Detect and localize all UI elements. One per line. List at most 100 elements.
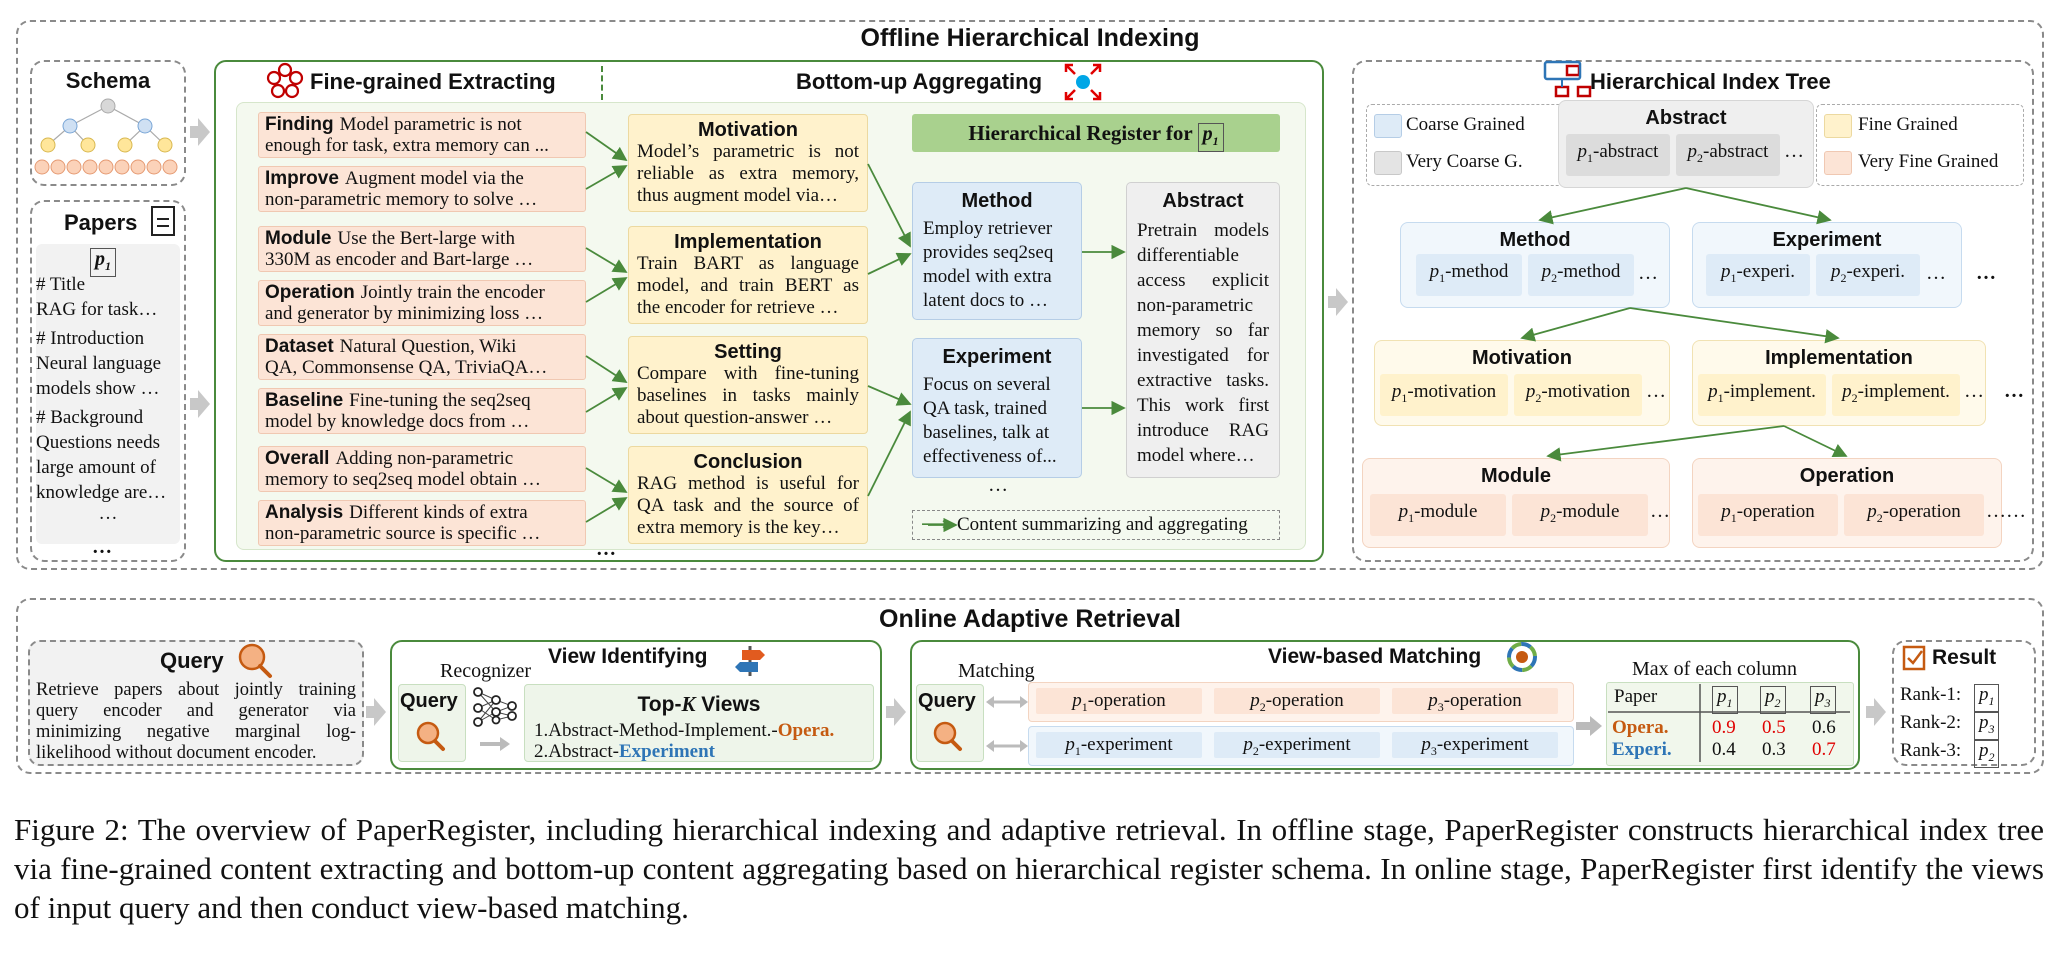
- tree-chip: p1-method: [1416, 254, 1522, 296]
- match-chip: p2-operation: [1214, 688, 1380, 714]
- table-row-label: Experi.: [1612, 739, 1672, 760]
- tree-chip: p2-method: [1528, 254, 1634, 296]
- rank-item: Rank-1: p1: [1900, 684, 2000, 712]
- legend-label: Very Fine Grained: [1858, 151, 1999, 172]
- tree-chip: p2-implement.: [1832, 374, 1960, 416]
- tree-dots: …: [1784, 140, 1804, 162]
- table-cell: 0.4: [1712, 739, 1736, 760]
- table-cell: 0.9: [1712, 717, 1736, 738]
- table-cell: 0.3: [1762, 739, 1786, 760]
- max-label: Max of each column: [1632, 658, 1797, 680]
- index-tree-box: [1352, 60, 2034, 562]
- paper-line: Questions needs: [36, 432, 161, 453]
- papers-dots: …: [92, 536, 112, 558]
- aggregate-title: Bottom-up Aggregating: [796, 69, 1043, 94]
- table-cell: 0.5: [1762, 717, 1786, 738]
- legend-label: Very Coarse G.: [1406, 151, 1523, 172]
- tree-dots: …: [2004, 380, 2024, 402]
- papers-box: [30, 200, 186, 562]
- matching-label: Matching: [958, 660, 1035, 682]
- tree-dots: …: [1926, 262, 1946, 284]
- paper-lines: # Title RAG for task… # Introduction Neu…: [36, 272, 180, 523]
- tree-title: Hierarchical Index Tree: [1590, 69, 1831, 94]
- offline-title: Offline Hierarchical Indexing: [860, 24, 1200, 52]
- legend-swatch: [1374, 151, 1402, 175]
- tree-dots: …: [1964, 380, 1984, 402]
- score-table: [1606, 682, 1854, 766]
- table-cell: 0.7: [1812, 739, 1836, 760]
- recognizer-label: Recognizer: [440, 660, 532, 682]
- green-arrow-icon: ⟶: [921, 513, 949, 535]
- match-chip: p2-experiment: [1214, 732, 1380, 758]
- paper-line: large amount of: [36, 457, 156, 478]
- extract-title: Fine-grained Extracting: [310, 69, 556, 94]
- tree-legend-right: [1816, 104, 2024, 186]
- tree-dots: …: [1650, 500, 1670, 522]
- legend-swatch: [1374, 114, 1402, 138]
- query-box: [28, 640, 364, 766]
- tree-chip: p2-motivation: [1514, 374, 1642, 416]
- tree-dots: …: [1638, 262, 1658, 284]
- online-title: Online Adaptive Retrieval: [879, 605, 1181, 633]
- extract-dots: …: [596, 538, 616, 560]
- paper-line: models show …: [36, 378, 160, 399]
- legend-swatch: [1824, 151, 1852, 175]
- legend-swatch: [1824, 114, 1852, 138]
- query-title: Query: [160, 648, 224, 673]
- extract-divider: [601, 66, 603, 100]
- schema-box: [30, 60, 186, 186]
- tree-dots: ……: [1986, 500, 2026, 522]
- matching-title: View-based Matching: [1268, 645, 1482, 668]
- paper-line: Neural language: [36, 353, 162, 374]
- topk-line-1: 1.Abstract-Method-Implement.-Opera.: [534, 720, 835, 741]
- table-header: p1: [1712, 686, 1738, 714]
- query-text: Retrieve papers about jointly training q…: [36, 680, 356, 763]
- rank-item: Rank-2: p3: [1900, 712, 2000, 740]
- paper-line: # Title: [36, 274, 86, 295]
- online-section: [16, 598, 2044, 774]
- match-chip: p3-operation: [1392, 688, 1558, 714]
- schema-title: Schema: [65, 68, 151, 93]
- figure-caption: Figure 2: The overview of PaperRegister,…: [14, 812, 2044, 925]
- paper-line: …: [98, 503, 118, 524]
- paper-card: [36, 244, 180, 544]
- paper-label: p1: [90, 248, 116, 277]
- tree-chip: p1-implement.: [1698, 374, 1826, 416]
- topk-line-2: 2.Abstract-Experiment: [534, 741, 715, 762]
- table-cell: 0.6: [1812, 717, 1836, 738]
- match-chip: p1-experiment: [1036, 732, 1202, 758]
- result-box: [1892, 640, 2036, 766]
- view-identifying-title: View Identifying: [548, 645, 708, 668]
- aggregate-legend: ⟶Content summarizing and aggregating: [912, 510, 1280, 540]
- view-query-label: Query: [400, 690, 458, 712]
- tree-chip: p2-operation: [1844, 494, 1984, 536]
- table-header: Paper: [1614, 686, 1658, 707]
- papers-title: Papers: [64, 210, 138, 235]
- tree-chip: p1-motivation: [1380, 374, 1508, 416]
- tree-chip: p2-module: [1512, 494, 1648, 536]
- table-header: p2: [1760, 686, 1786, 714]
- match-chip: p1-operation: [1036, 688, 1202, 714]
- paper-line: knowledge are…: [36, 482, 167, 503]
- register-dots: …: [988, 474, 1008, 496]
- table-header: p3: [1810, 686, 1836, 714]
- view-query-box: [398, 684, 466, 762]
- legend-label: Fine Grained: [1858, 114, 1958, 135]
- tree-chip: p1-abstract: [1566, 134, 1670, 176]
- tree-chip: p2-abstract: [1676, 134, 1780, 176]
- paper-line: # Introduction: [36, 328, 145, 349]
